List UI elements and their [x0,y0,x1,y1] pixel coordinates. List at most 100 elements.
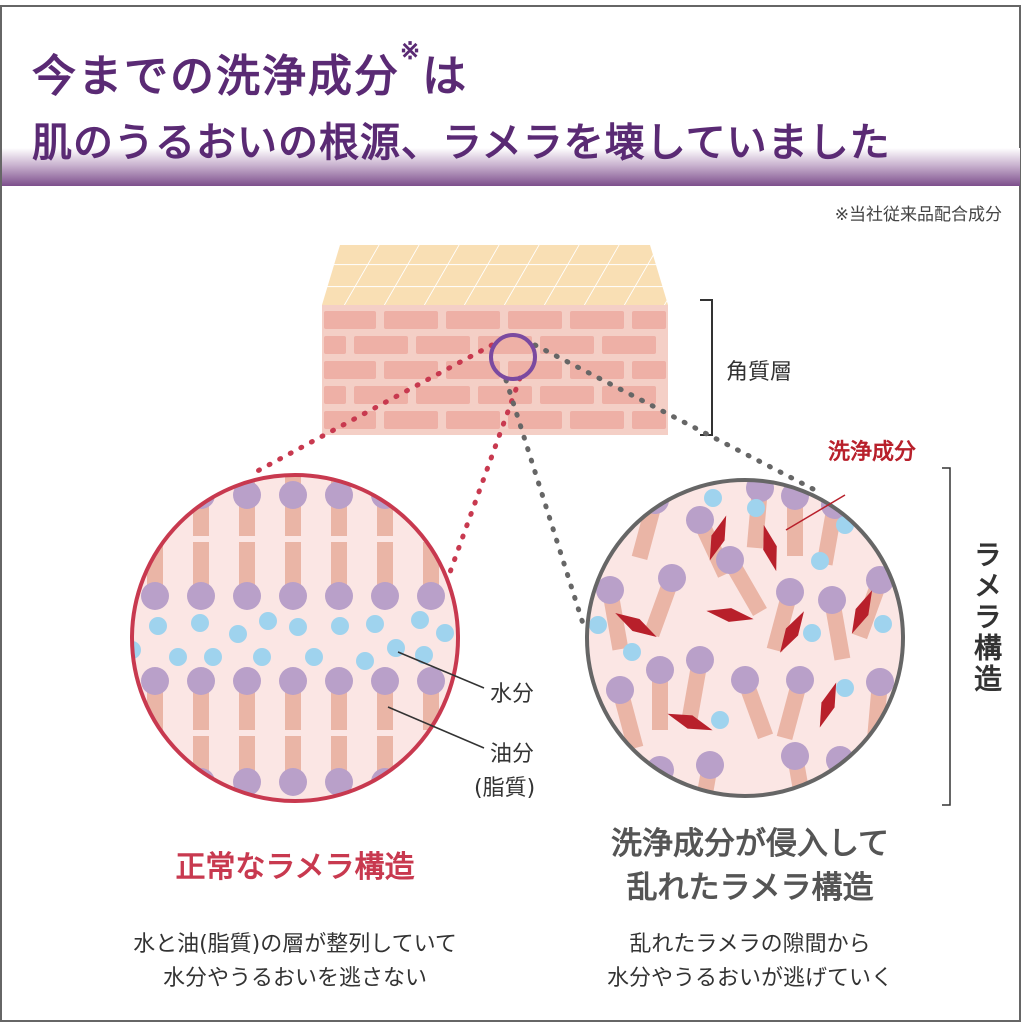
lipid-tail [816,503,843,566]
water-molecule [589,616,607,634]
tail-gap [331,730,347,736]
lipid-molecule [731,666,774,740]
water-molecule [204,648,222,666]
tail-gap [285,730,301,736]
oil-pointer [387,706,485,749]
water-label: 水分 [490,682,535,707]
tail-gap [239,730,255,736]
cleanser-particle [706,608,754,622]
brick [508,361,562,379]
water-molecule [411,611,429,629]
lipid-head [141,481,169,509]
lipid-tail [285,682,301,792]
damaged-lamella-circle [585,478,905,798]
water-molecule [811,552,829,570]
cleanser-particle [763,524,777,572]
water-molecule [331,617,349,635]
lipid-tail [824,598,851,661]
brick [384,411,438,429]
lipid-tail [652,670,668,730]
lipid-head [371,667,399,695]
lipid-tail [681,658,708,721]
tail-gap [193,536,209,542]
water-molecule [874,615,892,633]
brick [324,311,376,329]
lipid-head [417,582,445,610]
lipid-head [279,768,307,796]
lipid-tail [602,588,629,651]
cleanser-pointer [785,494,846,531]
cleanser-label: 洗浄成分 [828,440,917,465]
brick [354,386,408,404]
brick [324,336,346,354]
lipid-head [141,582,169,610]
oil-label: 油分 [490,742,535,767]
water-molecule [747,499,765,517]
lipid-head [866,668,894,696]
normal-lamella-circle-bg [132,475,458,801]
lipid-molecule [606,676,644,751]
normal-lamella-circle [130,473,460,803]
brick [446,311,500,329]
title-line-1: 今までの洗浄成分※は [32,36,469,102]
brick [632,361,666,379]
tail-gap [285,536,301,542]
water-molecule [191,614,209,632]
lipid-molecule [766,578,804,653]
lamella-label: ラメラ構造 [970,540,1003,695]
damaged-description: 乱れたラメラの隙間から水分やうるおいが逃げていく [606,932,893,991]
brick [384,311,438,329]
magnify-circle [489,333,537,381]
lipid-head [731,666,759,694]
brick [354,336,408,354]
lipid-molecule [716,546,767,616]
lipid-head [686,506,714,534]
water-molecule [436,624,454,642]
brick [602,336,656,354]
lamella-bracket [942,467,951,806]
title-line-2: 肌のうるおいの根源、ラメラを壊していました [32,119,891,166]
water-molecule [415,646,433,664]
lipid-tail [377,682,393,792]
lipid-head [818,586,846,614]
stratum-bracket [700,299,713,436]
tail-gap [147,536,163,542]
lipid-head [781,742,809,770]
lipid-head [325,582,353,610]
lipid-tail [377,475,393,595]
brick [540,386,594,404]
lipid-tail [193,475,209,595]
zoom-line-left-inner [437,375,523,603]
cleanser-particle [819,682,837,728]
water-molecule [149,617,167,635]
brick [632,311,666,329]
normal-description: 水と油(脂質)の層が整列していて水分やうるおいを逃さない [133,932,457,991]
zoom-line-right-outer [532,342,818,493]
water-molecule [305,648,323,666]
lipid-tail [423,475,439,595]
brick [384,361,438,379]
lipid-head [233,768,261,796]
tail-gap [193,730,209,736]
lipid-head [325,667,353,695]
normal-caption: 正常なラメラ構造 [175,850,415,885]
lipid-head [417,481,445,509]
brick [324,411,376,429]
water-molecule [169,648,187,666]
lipid-head [325,481,353,509]
cleanser-particle [667,713,713,731]
lipid-tail [239,682,255,792]
brick [446,361,500,379]
brick [446,411,500,429]
tail-gap [331,536,347,542]
lipid-head [187,582,215,610]
brick [324,386,346,404]
skin-wall-illustration [322,245,668,435]
water-molecule [704,489,722,507]
water-molecule [229,625,247,643]
lipid-tail [193,682,209,792]
frame [0,5,1021,1022]
lipid-tail [631,767,668,796]
lipid-head [279,667,307,695]
brick [324,361,376,379]
